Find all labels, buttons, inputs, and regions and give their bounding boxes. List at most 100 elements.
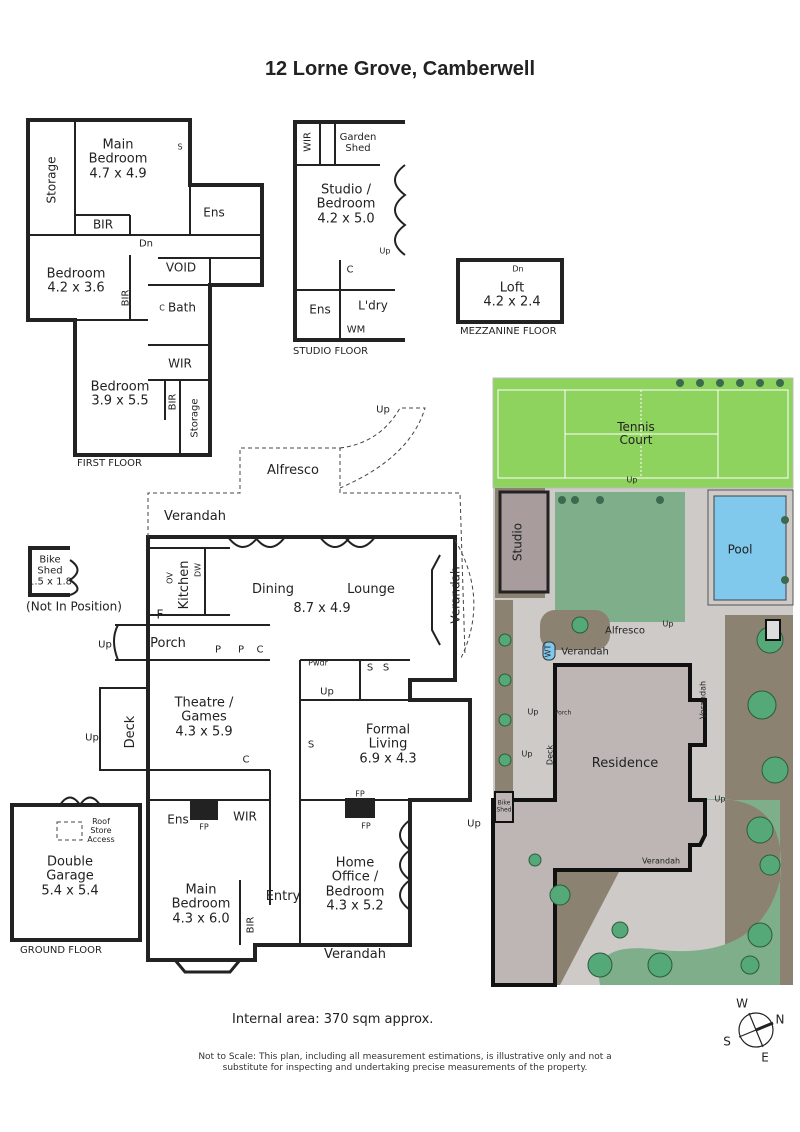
area-entry: Entry [265,888,301,904]
room-size: 4.3 x 5.2 [326,898,384,914]
stair-up-hall: Up [320,686,334,698]
site-up-3: Up [662,619,674,629]
site-verandah: Verandah [561,646,609,658]
site-up-4: Up [714,794,726,804]
loft-outline [456,258,564,324]
label-fp-2: FP [361,821,371,831]
room-size: 4.2 x 5.0 [317,211,375,227]
room-name: Bedroom [90,379,150,395]
room-laundry: L'dry [358,298,388,313]
room-porch: Porch [150,635,186,651]
site-studio: Studio [510,522,525,562]
label-pantry-1: P [214,644,222,656]
room-powder: Pwdr [308,658,328,668]
bike-shed-note: (Not In Position) [26,599,122,614]
label-ov: OV [165,572,175,584]
room-size: 4.3 x 6.0 [172,911,230,927]
site-deck: Deck [545,744,555,766]
room-name: Bike Shed [37,554,63,577]
stair-up-porch: Up [98,639,112,651]
label-cupboard-2: C [242,754,250,766]
site-up-2: Up [521,749,533,759]
caption-studio-floor: STUDIO FLOOR [293,346,369,357]
room-name: Formal Living [365,722,411,752]
site-residence: Residence [591,755,659,771]
room-lounge: Lounge [347,581,395,597]
stair-up-side: Up [467,818,481,830]
room-ens: Ens [203,205,225,220]
room-name: Loft [499,280,525,296]
area-deck: Deck [122,715,138,749]
label-cupboard: C [256,644,264,656]
caption-first-floor: FIRST FLOOR [77,458,142,469]
stair-dn: Dn [138,238,154,250]
room-name: Double Garage [46,854,94,884]
studio-floor-outline [293,120,405,342]
room-size: 4.2 x 3.6 [47,281,105,296]
site-verandah-side: Verandah [698,680,708,720]
room-wir-studio: WIR [302,132,314,152]
site-up-court: Up [626,475,638,485]
site-tennis-court: Tennis Court [617,419,655,447]
label-fp-1: FP [355,789,365,799]
room-name: Theatre / Games [174,695,234,725]
label-wm: WM [346,324,366,336]
label-s-2: S [382,662,390,674]
room-bir-3: BIR [167,393,179,411]
room-name: Main Bedroom [171,882,231,912]
internal-area: Internal area: 370 sqm approx. [232,1012,434,1027]
room-size: 5.4 x 5.4 [41,883,99,899]
area-verandah-right: Verandah [448,566,463,624]
dining-lounge-size: 8.7 x 4.9 [293,600,351,616]
site-alfresco: Alfresco [604,625,646,637]
area-verandah-top: Verandah [164,508,226,524]
area-alfresco: Alfresco [266,462,320,478]
site-water-tank: WT [543,644,553,658]
room-bir-ground: BIR [245,916,257,934]
compass-rose [738,1012,774,1048]
room-size: 4.7 x 4.9 [89,166,147,182]
label-pantry-2: P [237,644,245,656]
room-size: 4.2 x 2.4 [483,295,541,310]
room-bir-2: BIR [120,289,132,307]
room-size: 3.9 x 5.5 [91,394,149,409]
room-wir-ground: WIR [233,809,257,824]
room-void: VOID [165,260,197,275]
room-size: 4.3 x 5.9 [175,724,233,740]
room-name: Bedroom [46,266,106,282]
garage-outline [10,803,142,942]
room-ens-ground: Ens [167,812,189,827]
room-bath: Bath [168,300,196,315]
room-garden-shed: Garden Shed [339,132,377,154]
room-name: Studio / Bedroom [316,182,376,212]
compass-north: N [775,1012,785,1027]
room-bir: BIR [92,217,114,232]
compass-east: E [761,1050,769,1065]
site-plan [491,377,794,987]
room-dining: Dining [252,581,294,597]
room-name: Home Office / Bedroom [325,855,385,899]
room-storage-2: Storage [189,398,201,438]
room-name: Main Bedroom [88,137,148,167]
disclaimer: Not to Scale: This plan, including all m… [198,1052,612,1074]
label-s-3: S [307,739,315,751]
label-dw: DW [193,562,203,578]
caption-ground-floor: GROUND FLOOR [20,945,102,956]
label-s: S [177,142,183,152]
room-wir: WIR [168,356,192,371]
bike-shed-outline [28,546,70,597]
site-porch: Porch [554,709,572,717]
ground-floor-outline [146,535,472,962]
label-fridge: F [156,607,164,622]
